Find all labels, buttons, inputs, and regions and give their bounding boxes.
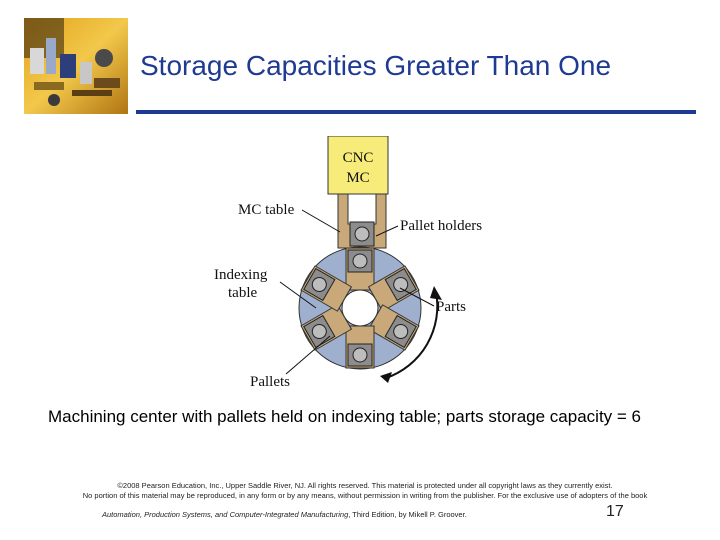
copyright-line-2: No portion of this material may be repro… xyxy=(82,491,648,500)
book-title: Automation, Production Systems, and Comp… xyxy=(102,510,349,519)
logo-image xyxy=(24,18,128,114)
page-number: 17 xyxy=(606,503,624,520)
indexing-table-hub xyxy=(341,289,379,327)
mc-table-label: MC table xyxy=(238,202,295,218)
part-5 xyxy=(311,323,327,339)
cnc-machine-box xyxy=(327,136,389,195)
circuit-board-picture xyxy=(24,18,128,114)
rotation-arrow xyxy=(385,291,439,379)
copyright-line-1: ©2008 Pearson Education, Inc., Upper Sad… xyxy=(117,481,613,490)
book-citation: Automation, Production Systems, and Comp… xyxy=(102,510,467,519)
leader-mc-table xyxy=(301,209,341,233)
rotation-arrowhead-top xyxy=(430,286,442,300)
rotation-arrowhead-bottom xyxy=(380,372,392,383)
leader-parts xyxy=(399,287,435,307)
part-3 xyxy=(393,324,409,339)
leader-indexing-table xyxy=(279,281,317,309)
cnc-label-line2: MC xyxy=(346,170,369,186)
leader-pallets xyxy=(285,335,331,375)
part-6 xyxy=(311,277,327,292)
mc-table-slot xyxy=(347,193,377,225)
title-underline xyxy=(136,110,696,114)
pallet-indexing-diagram: CNC MC xyxy=(214,136,482,390)
pallet-holders xyxy=(300,247,420,369)
pallets-label: Pallets xyxy=(250,374,290,390)
copyright-notice: ©2008 Pearson Education, Inc., Upper Sad… xyxy=(50,481,680,501)
slide-title: Storage Capacities Greater Than One xyxy=(140,50,612,81)
book-edition-author: , Third Edition, by Mikell P. Groover. xyxy=(348,510,467,519)
pallet-holders-label: Pallet holders xyxy=(400,218,482,234)
leader-pallet-holders xyxy=(375,225,399,237)
indexing-table-label-line1: Indexing xyxy=(214,267,268,283)
cnc-label-line1: CNC xyxy=(343,150,374,166)
part-on-mc-table xyxy=(354,226,370,242)
indexing-table-label-line2: table xyxy=(228,285,257,301)
part-1 xyxy=(352,253,368,269)
parts-label: Parts xyxy=(436,299,466,315)
slide-caption: Machining center with pallets held on in… xyxy=(48,407,641,426)
part-4 xyxy=(352,347,368,363)
